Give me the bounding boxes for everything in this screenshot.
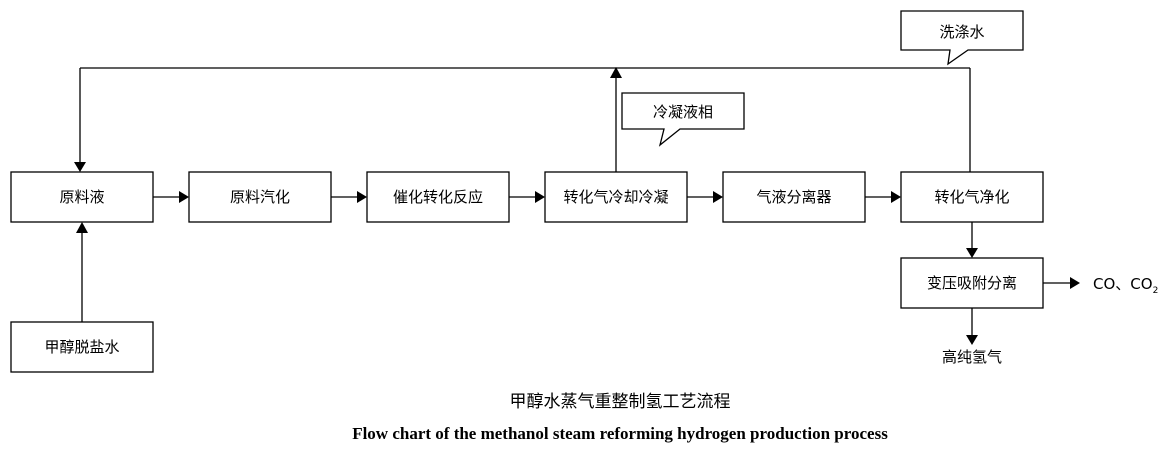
feed-arrow bbox=[76, 222, 88, 322]
node-gas-purification: 转化气净化 bbox=[900, 171, 1044, 223]
node-cooling-condensation: 转化气冷却冷凝 bbox=[544, 171, 688, 223]
node-catalytic-reaction: 催化转化反应 bbox=[366, 171, 510, 223]
flow-arrow bbox=[687, 191, 723, 203]
node-psa-separation: 变压吸附分离 bbox=[900, 257, 1044, 309]
recycle-loop bbox=[74, 67, 971, 172]
callout-condensate-phase-label: 冷凝液相 bbox=[653, 103, 713, 121]
node-gas-liquid-separator-label: 气液分离器 bbox=[756, 188, 831, 206]
high-purity-hydrogen-label: 高纯氢气 bbox=[942, 348, 1002, 366]
flow-arrow-down bbox=[966, 222, 978, 258]
co2-subscript: 2 bbox=[1153, 286, 1159, 296]
callout-washing-water: 洗涤水 bbox=[900, 10, 1024, 66]
co-output-arrow bbox=[1043, 277, 1080, 289]
caption-chinese: 甲醇水蒸气重整制氢工艺流程 bbox=[510, 392, 731, 412]
node-catalytic-reaction-label: 催化转化反应 bbox=[393, 188, 483, 206]
node-methanol-water: 甲醇脱盐水 bbox=[10, 321, 154, 373]
flow-arrow bbox=[509, 191, 545, 203]
callout-washing-water-label: 洗涤水 bbox=[939, 23, 984, 41]
node-psa-separation-label: 变压吸附分离 bbox=[927, 274, 1017, 292]
flow-arrow bbox=[331, 191, 367, 203]
node-gas-purification-label: 转化气净化 bbox=[934, 188, 1009, 206]
flow-arrow bbox=[865, 191, 901, 203]
node-raw-liquid: 原料液 bbox=[10, 171, 154, 223]
node-vaporization: 原料汽化 bbox=[188, 171, 332, 223]
node-vaporization-label: 原料汽化 bbox=[230, 188, 290, 206]
co-co2-output-label: CO、CO2 bbox=[1093, 275, 1158, 296]
node-gas-liquid-separator: 气液分离器 bbox=[722, 171, 866, 223]
hydrogen-output-arrow bbox=[966, 308, 978, 345]
node-methanol-water-label: 甲醇脱盐水 bbox=[44, 338, 119, 356]
callout-condensate-phase: 冷凝液相 bbox=[621, 92, 745, 147]
node-raw-liquid-label: 原料液 bbox=[59, 188, 104, 206]
caption-english: Flow chart of the methanol steam reformi… bbox=[352, 424, 888, 443]
flow-arrow bbox=[153, 191, 189, 203]
node-cooling-condensation-label: 转化气冷却冷凝 bbox=[563, 188, 668, 206]
condensate-return-arrow bbox=[610, 67, 622, 172]
